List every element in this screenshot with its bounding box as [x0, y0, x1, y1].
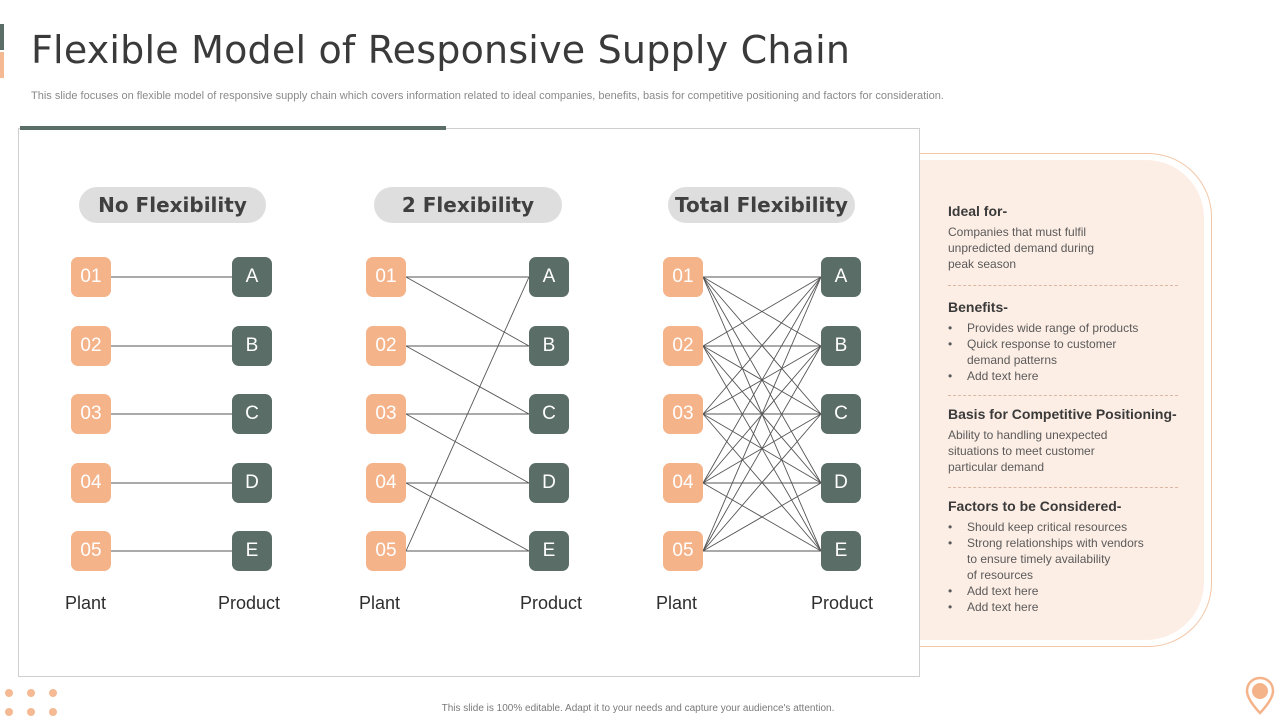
title-accent-bar-light [0, 52, 4, 78]
plant-node: 05 [663, 531, 703, 571]
plant-label-3: Plant [656, 593, 698, 613]
product-node: A [821, 257, 861, 297]
product-label-2: Product [520, 593, 583, 613]
divider [948, 395, 1178, 396]
heading-2-flexibility: 2 Flexibility [374, 187, 562, 223]
product-node: D [232, 463, 272, 503]
footer-note: This slide is 100% editable. Adapt it to… [441, 703, 835, 714]
ideal-for-heading: Ideal for- [948, 203, 1008, 219]
title-accent-bar-dark [0, 24, 4, 50]
product-node: C [821, 394, 861, 434]
plant-node: 01 [663, 257, 703, 297]
basis-heading: Basis for Competitive Positioning- [948, 406, 1177, 422]
page-title: Flexible Model of Responsive Supply Chai… [31, 28, 851, 72]
plant-label-1: Plant [65, 593, 107, 613]
product-node: C [529, 394, 569, 434]
basis-text: Ability to handling unexpected situation… [948, 428, 1108, 474]
plant-node: 02 [663, 326, 703, 366]
plant-node: 01 [366, 257, 406, 297]
list-item: to ensure timely availability [967, 552, 1111, 566]
plant-node: 01 [71, 257, 111, 297]
factors-list: Should keep critical resources Strong re… [948, 519, 1178, 615]
product-label-3: Product [811, 593, 874, 613]
plant-node: 05 [366, 531, 406, 571]
divider [948, 285, 1178, 286]
plant-node: 04 [366, 463, 406, 503]
benefits-heading: Benefits- [948, 299, 1008, 315]
product-node: B [821, 326, 861, 366]
decor-dot [5, 689, 13, 697]
heading-no-flexibility: No Flexibility [79, 187, 266, 223]
decor-dot [5, 708, 13, 716]
decor-dot [49, 689, 57, 697]
plant-node: 02 [366, 326, 406, 366]
product-node: B [232, 326, 272, 366]
list-item: Strong relationships with vendors [948, 535, 1178, 551]
plant-node: 04 [663, 463, 703, 503]
list-item: demand patterns [967, 353, 1058, 367]
product-node: E [232, 531, 272, 571]
heading-total-flexibility: Total Flexibility [668, 187, 855, 223]
plant-node: 04 [71, 463, 111, 503]
list-item: Add text here [948, 583, 1178, 599]
location-pin-icon [1244, 676, 1276, 721]
product-node: A [529, 257, 569, 297]
product-node: C [232, 394, 272, 434]
product-node: B [529, 326, 569, 366]
plant-node: 03 [663, 394, 703, 434]
plant-node: 03 [366, 394, 406, 434]
list-item: Should keep critical resources [948, 519, 1178, 535]
plant-node: 02 [71, 326, 111, 366]
product-node: D [529, 463, 569, 503]
product-node: E [821, 531, 861, 571]
plant-node: 03 [71, 394, 111, 434]
decor-dot [27, 708, 35, 716]
list-item: Add text here [948, 368, 1178, 384]
product-label-1: Product [218, 593, 281, 613]
divider [948, 487, 1178, 488]
decor-dot [27, 689, 35, 697]
list-item: of resources [967, 568, 1034, 582]
list-item: Add text here [948, 599, 1178, 615]
factors-heading: Factors to be Considered- [948, 498, 1122, 514]
plant-label-2: Plant [359, 593, 401, 613]
product-node: A [232, 257, 272, 297]
decor-dot [49, 708, 57, 716]
page-subtitle: This slide focuses on flexible model of … [31, 90, 944, 102]
product-node: D [821, 463, 861, 503]
product-node: E [529, 531, 569, 571]
sidebar-panel [900, 160, 1204, 640]
list-item: Quick response to customer [948, 336, 1178, 352]
list-item: Provides wide range of products [948, 320, 1178, 336]
benefits-list: Provides wide range of products Quick re… [948, 320, 1178, 384]
panel-top-rule [20, 126, 446, 130]
plant-node: 05 [71, 531, 111, 571]
ideal-for-text: Companies that must fulfil unpredicted d… [948, 225, 1095, 271]
